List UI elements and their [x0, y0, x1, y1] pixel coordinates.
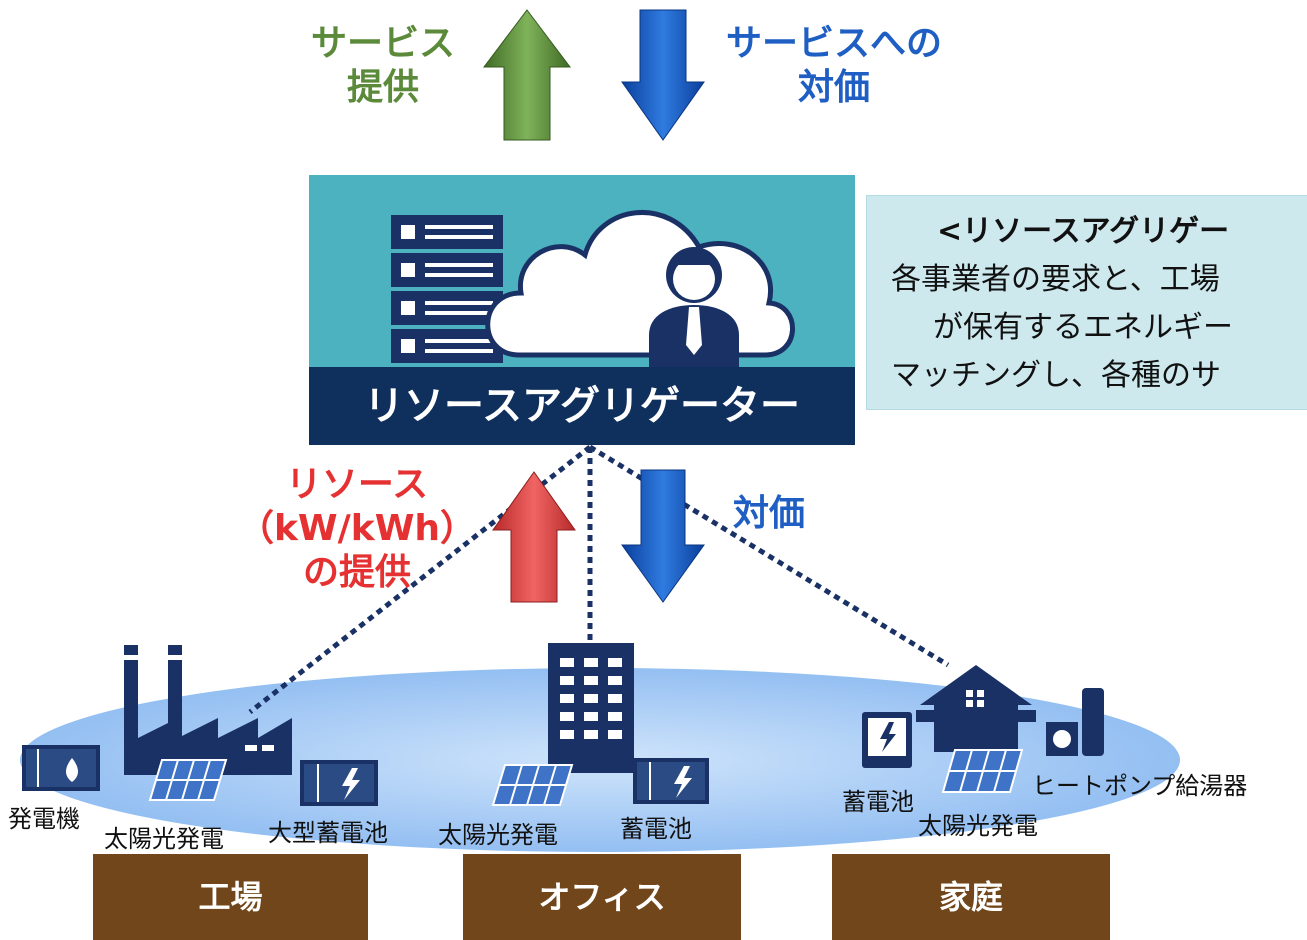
- office-building-icon: [548, 643, 634, 773]
- resource-line3: の提供: [302, 552, 411, 593]
- generator-label: 発電機: [8, 805, 80, 833]
- site-factory: 工場: [93, 854, 368, 940]
- service-payment-line2: 対価: [797, 67, 870, 108]
- description-title: <リソースアグリゲー: [937, 214, 1230, 249]
- service-provide-line1: サービス: [310, 23, 455, 64]
- server-rack-icon: [391, 215, 503, 363]
- aggregator-illustration: [391, 210, 795, 367]
- service-provide-label: サービス 提供: [288, 22, 478, 110]
- site-office: オフィス: [463, 854, 741, 940]
- factory-solar-panel-icon: [148, 759, 228, 801]
- service-payment-line1: サービスへの: [725, 23, 942, 64]
- aggregator-description-box: <リソースアグリゲー 各事業者の要求と、工場 が保有するエネルギー マッチングし…: [866, 195, 1307, 410]
- service-provide-line2: 提供: [346, 67, 419, 108]
- home-battery-label: 蓄電池: [842, 788, 914, 816]
- service-provide-arrow: [482, 9, 572, 141]
- home-solar-panel-icon: [941, 749, 1024, 793]
- heat-pump-icon: [1046, 688, 1104, 756]
- service-payment-label: サービスへの 対価: [705, 22, 963, 110]
- cloud-icon: [485, 210, 795, 358]
- home-solar-label: 太陽光発電: [918, 812, 1038, 840]
- aggregator-title: リソースアグリゲーター: [309, 367, 855, 445]
- factory-icon: [122, 645, 292, 775]
- house-icon: [916, 665, 1036, 752]
- resource-line1: リソース: [285, 464, 429, 505]
- resource-provide-arrow: [492, 471, 576, 603]
- payment-label: 対価: [733, 493, 806, 534]
- office-solar-panel-icon: [491, 764, 574, 806]
- home-battery-icon: [862, 712, 912, 768]
- description-line-2: が保有するエネルギー: [933, 310, 1233, 345]
- description-line-3: マッチングし、各種のサ: [891, 358, 1221, 393]
- resource-provide-label: リソース （kW/kWh） の提供: [232, 463, 482, 595]
- resource-line2: （kW/kWh）: [237, 508, 477, 549]
- site-home: 家庭: [832, 854, 1110, 940]
- large-battery-icon: [300, 760, 378, 806]
- generator-icon: [22, 745, 100, 791]
- factory-solar-label: 太陽光発電: [104, 825, 224, 853]
- office-battery-label: 蓄電池: [620, 815, 692, 843]
- office-solar-label: 太陽光発電: [438, 821, 558, 849]
- description-line-1: 各事業者の要求と、工場: [891, 262, 1220, 297]
- large-battery-label: 大型蓄電池: [268, 819, 388, 847]
- office-battery-icon: [633, 758, 709, 804]
- service-payment-arrow: [621, 9, 705, 141]
- person-icon: [649, 247, 739, 367]
- heat-pump-label: ヒートポンプ給湯器: [1032, 772, 1248, 800]
- payment-arrow: [621, 469, 705, 603]
